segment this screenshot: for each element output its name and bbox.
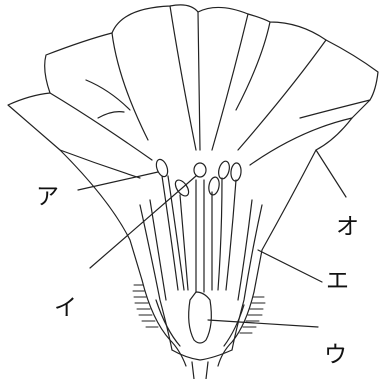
anther [208,176,221,195]
leader-line-o [316,150,346,197]
corolla-rib [300,100,370,118]
corolla-tube-right-inner [238,200,252,300]
corolla-rib [86,80,130,110]
stamen-filament [226,180,236,290]
anther [217,160,231,180]
label-a: ア [36,186,59,209]
corolla-tube-left-inner [150,200,166,300]
corolla-rib [250,118,352,165]
corolla-rib [238,40,326,150]
corolla-rib [112,33,148,140]
corolla-outline [8,5,378,292]
stamen-filament [218,178,222,290]
stigma [194,163,206,177]
label-i: イ [54,297,77,320]
corolla-tube-left [140,205,172,350]
label-o: オ [336,216,359,239]
corolla-rib [98,112,124,118]
label-e: エ [326,270,349,293]
corolla-rib [198,12,200,150]
stamen-filament [162,176,184,290]
stamen-filament [180,195,188,290]
corolla-tube-right [232,205,262,350]
corolla-rib [170,6,196,150]
corolla-rib [50,93,152,160]
leader-line-u [208,320,318,327]
leader-line-i [90,176,196,268]
sepal-left [142,280,186,366]
leader-line-e [258,250,322,282]
flower-stalk [192,362,208,379]
corolla-rib [60,150,140,178]
sepal-right [218,292,254,366]
stamens [154,158,242,290]
sepal-left-2 [156,300,180,346]
label-u: ウ [324,344,347,367]
ovary [189,292,212,343]
corolla-rib [236,22,270,110]
leader-line-a [78,172,158,190]
corolla-rib [212,14,248,150]
anther [154,158,170,178]
anther [230,163,242,182]
